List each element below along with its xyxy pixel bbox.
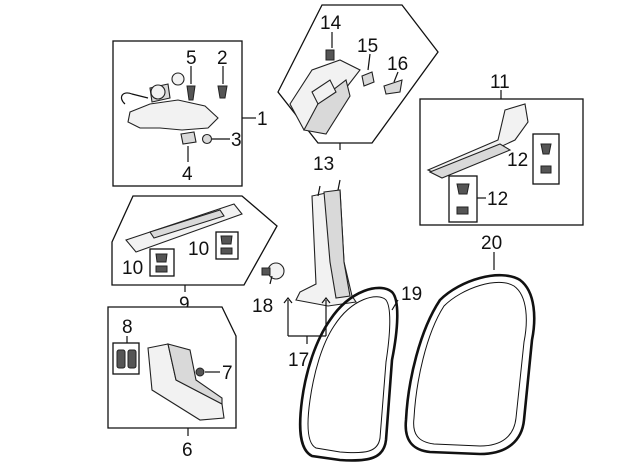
callout-3: 3 xyxy=(231,130,242,151)
callout-2: 2 xyxy=(217,48,228,69)
callout-14: 14 xyxy=(320,13,342,34)
group-lower-pillar-trim: 8 7 6 xyxy=(107,306,237,461)
callout-10-right: 10 xyxy=(188,239,209,260)
callout-12-lower: 12 xyxy=(487,189,508,210)
part-3-screw xyxy=(201,133,213,145)
group-weatherstrip-20: 20 xyxy=(404,233,536,456)
part-14-clip xyxy=(325,49,335,61)
part-1-trim xyxy=(127,99,219,131)
callout-7: 7 xyxy=(222,363,233,384)
box-part-12-lower xyxy=(448,175,478,223)
part-6-side xyxy=(167,343,223,405)
leader-17-arrows xyxy=(283,297,331,304)
part-19-seal xyxy=(298,286,399,462)
part-7-screw xyxy=(195,367,205,377)
group-pillar-garnish: 14 15 16 13 xyxy=(277,4,439,175)
group-weatherstrip-19: 19 xyxy=(298,284,422,462)
leader-19 xyxy=(391,299,399,311)
part-1-grommet xyxy=(150,84,166,100)
callout-4: 4 xyxy=(182,164,193,185)
group-center-pillar-trim: 18 17 xyxy=(252,179,357,371)
callout-9: 9 xyxy=(179,294,190,315)
part-5-clip xyxy=(186,85,196,101)
callout-5: 5 xyxy=(186,48,197,69)
callout-11: 11 xyxy=(490,72,510,93)
callout-10-left: 10 xyxy=(122,258,143,279)
callout-17: 17 xyxy=(288,350,309,371)
box-part-12-upper xyxy=(532,133,560,185)
callout-16: 16 xyxy=(387,54,408,75)
leader-16 xyxy=(393,71,399,83)
callout-6: 6 xyxy=(182,440,193,461)
group-pillar-upper-trim: 5 2 3 4 1 xyxy=(112,40,268,187)
part-4-cover xyxy=(180,131,197,145)
part-10-pad-left xyxy=(155,265,168,273)
part-20-seal xyxy=(404,273,536,456)
part-1-wire xyxy=(120,92,149,105)
callout-13: 13 xyxy=(313,154,334,175)
part-17-pillar-side xyxy=(323,189,351,299)
part-16-cap xyxy=(383,79,403,95)
callout-19: 19 xyxy=(401,284,422,305)
callout-8: 8 xyxy=(122,317,133,338)
part-19-seal-inner xyxy=(307,296,391,454)
part-12-pad-upper xyxy=(540,165,552,174)
part-9-groove xyxy=(149,209,225,239)
callout-12-upper: 12 xyxy=(507,150,528,171)
part-8-clip-b xyxy=(127,349,137,369)
part-20-seal-inner xyxy=(413,282,527,447)
part-13-detail xyxy=(311,79,337,105)
part-12-clip-upper xyxy=(540,143,552,155)
callout-15: 15 xyxy=(357,36,378,57)
leader-17 xyxy=(287,300,327,344)
callout-20: 20 xyxy=(481,233,502,254)
callout-1: 1 xyxy=(257,109,268,130)
leader-18 xyxy=(269,275,273,285)
leader-15 xyxy=(367,53,371,71)
part-10-pad-right xyxy=(220,247,233,255)
part-8-clip-a xyxy=(116,349,126,369)
callout-18: 18 xyxy=(252,296,273,317)
group-sill-plate: 11 12 12 xyxy=(419,72,584,226)
part-10-clip-left xyxy=(155,253,168,263)
part-2-clip xyxy=(217,85,228,99)
part-15-bolt xyxy=(361,71,375,87)
part-12-pad-lower xyxy=(456,206,469,215)
part-1-ring xyxy=(171,72,185,86)
part-12-clip-lower xyxy=(456,183,470,195)
part-10-clip-right xyxy=(220,235,233,245)
group-scuff-plate: 10 10 9 xyxy=(111,195,278,315)
part-11-edge xyxy=(428,143,512,179)
part-17-tabs xyxy=(317,179,341,197)
part-13-trim-front xyxy=(303,79,351,135)
part-18-clip-stem xyxy=(261,267,271,276)
